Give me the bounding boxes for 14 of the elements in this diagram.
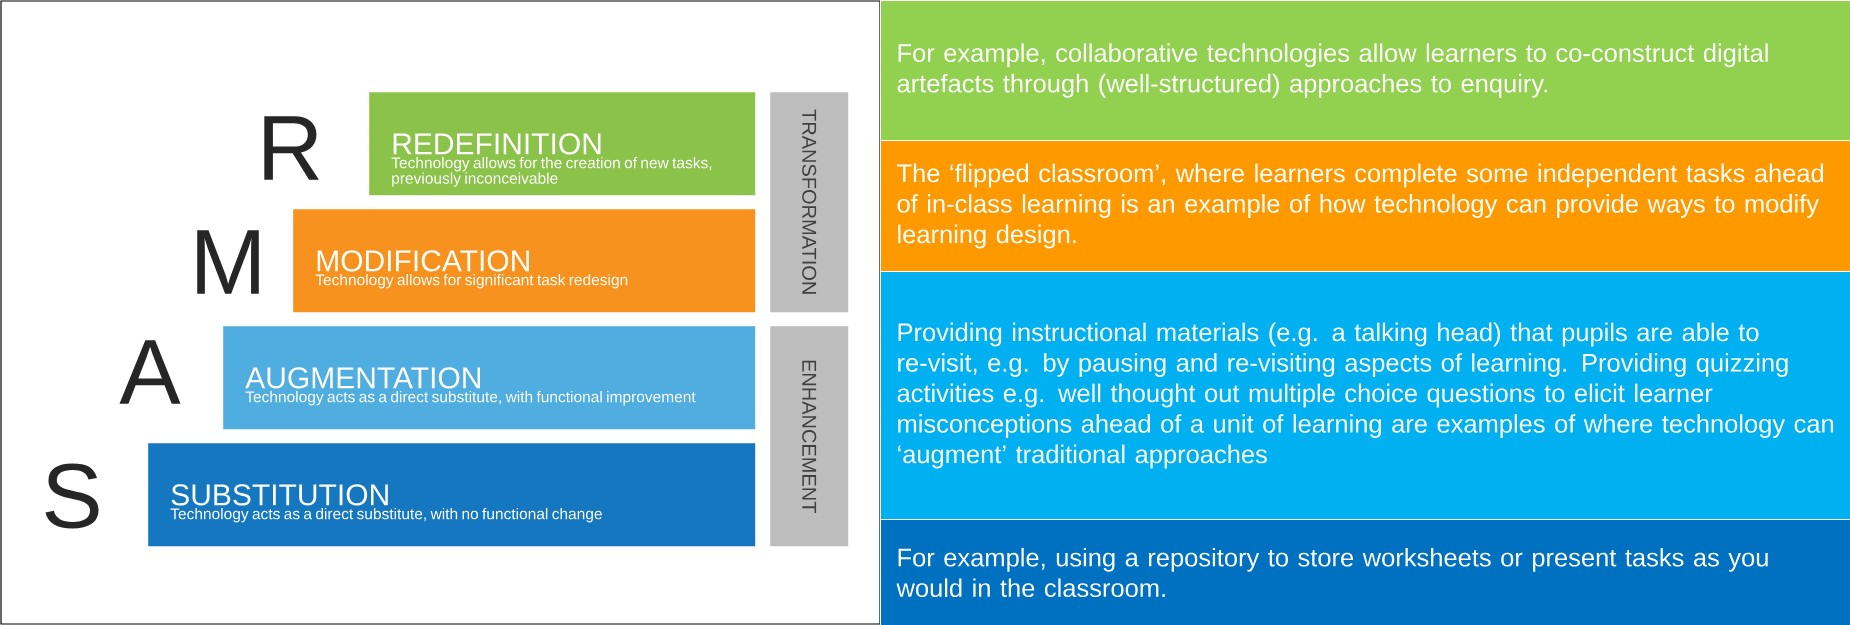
level-box: SUBSTITUTION Technology acts as a direct substitute, with no functional change: [148, 443, 756, 547]
example-box: For example, collaborative technologies allow learners to co-construct digital artefacts through (well-structured) approaches to enquiry.: [880, 0, 1850, 141]
level-letter: S: [45, 463, 99, 529]
level-letter: M: [197, 230, 259, 294]
level-box: AUGMENTATION Technology acts as a direct substitute, with functional improvement: [223, 326, 756, 430]
category-band: ENHANCEMENT: [770, 326, 849, 547]
level-letter: A: [119, 340, 181, 404]
example-box: Providing instructional materials (e.g. a talking head) that pupils are able to re-visit, e.g. by pausing and re-visiting aspects of learning. Providing quizzing activities e.g. well thought out multiple choice questions to elicit learner misconceptions ahead of a unit of learning are examples of where technology can ‘augment’ traditional approaches: [880, 271, 1850, 520]
level-letter: R: [264, 116, 319, 180]
example-box: The ‘flipped classroom’, where learners complete some independent tasks ahead of in-class learning is an example of how technology can provide ways to modify learning design.: [880, 140, 1850, 272]
level-box: MODIFICATION Technology allows for significant task redesign: [293, 209, 756, 313]
level-box: REDEFINITION Technology allows for the creation of new tasks, previously inconceivable: [369, 92, 756, 196]
example-box: For example, using a repository to store worksheets or present tasks as you would in the classroom.: [880, 519, 1850, 625]
category-band: TRANSFORMATION: [770, 92, 849, 313]
